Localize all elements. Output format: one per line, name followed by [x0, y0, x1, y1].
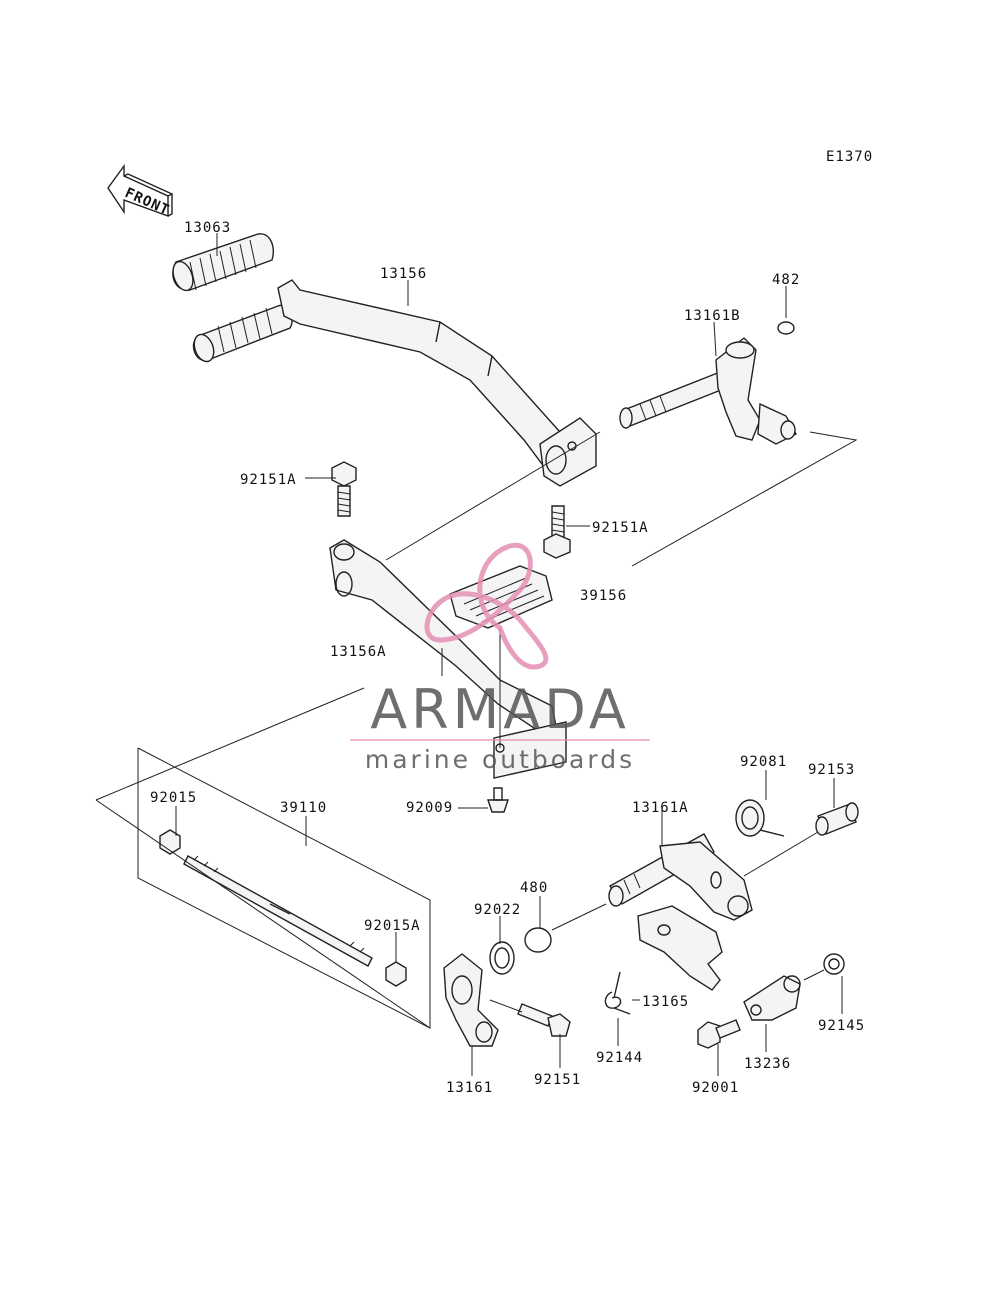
part-label-92015: 92015 [150, 790, 197, 806]
part-labels: 13063 13156 482 13161B 92151A 92151A 391… [150, 220, 865, 1096]
part-label-39110: 39110 [280, 800, 327, 816]
bolt-92151a-left [331, 461, 357, 517]
arm-13161 [443, 953, 499, 1047]
part-label-13165: 13165 [642, 994, 689, 1010]
part-label-92151a-left: 92151A [240, 472, 297, 488]
part-label-13161a: 13161A [632, 800, 689, 816]
part-label-92009: 92009 [406, 800, 453, 816]
bolt-92151 [517, 1003, 571, 1037]
part-label-13236: 13236 [744, 1056, 791, 1072]
leader-lines [95, 233, 858, 1076]
part-label-13161: 13161 [446, 1080, 493, 1096]
watermark: ARMADA marine outboards [350, 542, 650, 774]
part-label-92001: 92001 [692, 1080, 739, 1096]
grip-rubber [172, 233, 274, 292]
part-label-92153: 92153 [808, 762, 855, 778]
part-label-92015a: 92015A [364, 918, 421, 934]
part-label-92022: 92022 [474, 902, 521, 918]
front-arrow-icon: FRONT [107, 163, 174, 219]
watermark-tagline: marine outboards [365, 745, 635, 774]
nut-92015a [385, 961, 407, 987]
part-label-13063: 13063 [184, 220, 231, 236]
part-label-92144: 92144 [596, 1050, 643, 1066]
arm-13236 [743, 975, 801, 1021]
circlip-480 [524, 927, 552, 953]
watermark-logo-icon [424, 542, 549, 670]
pin-92153 [815, 802, 859, 836]
spring-92145 [823, 953, 845, 975]
part-label-480: 480 [520, 880, 548, 896]
washer-92022 [489, 941, 515, 975]
pedal-pad-39156 [449, 565, 553, 629]
bolt-92001 [697, 1019, 741, 1049]
pedal-arm [192, 279, 597, 487]
part-label-482: 482 [772, 272, 800, 288]
part-label-92081: 92081 [740, 754, 787, 770]
circlip-482 [777, 321, 795, 335]
part-label-92151: 92151 [534, 1072, 581, 1088]
part-label-13156: 13156 [380, 266, 427, 282]
part-label-92151a-right: 92151A [592, 520, 649, 536]
diagram-code: E1370 [826, 149, 873, 165]
part-label-92145: 92145 [818, 1018, 865, 1034]
part-label-13161b: 13161B [684, 308, 741, 324]
spring-92144 [604, 971, 631, 1015]
part-label-39156: 39156 [580, 588, 627, 604]
spring-92081 [735, 799, 785, 837]
nut-92015 [159, 829, 181, 855]
shaft-arm-13161b [619, 337, 797, 445]
tie-rod-39110 [183, 855, 373, 967]
screw-92009 [487, 787, 509, 813]
plate-13165 [637, 905, 723, 991]
shift-arm-13161a [608, 833, 753, 921]
part-label-13156a: 13156A [330, 644, 387, 660]
bolt-92151a-right [543, 505, 571, 559]
watermark-brand: ARMADA [370, 678, 630, 741]
